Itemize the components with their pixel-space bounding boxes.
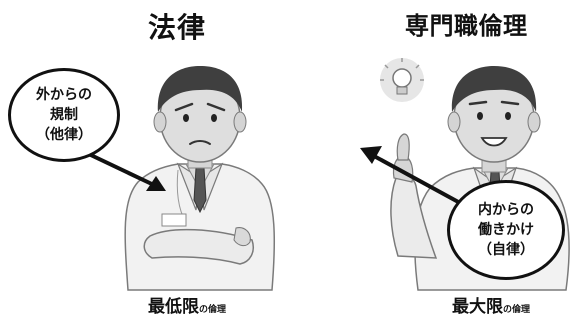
bubble-left-line3: （他律）	[36, 127, 92, 143]
doctor-left-illustration	[124, 66, 276, 291]
title-law: 法律	[148, 11, 207, 44]
caption-minimum-ethics: 最低限の倫理	[148, 292, 226, 317]
bubble-internal-action: 内からの 働きかけ （自律）	[447, 180, 565, 280]
caption-left-sub: の倫理	[199, 305, 227, 315]
caption-maximum-ethics: 最大限の倫理	[452, 292, 530, 317]
bubble-right-line3: （自律）	[478, 242, 534, 258]
bubble-left-line2: 規制	[50, 107, 78, 123]
bubble-external-regulation: 外からの 規制 （他律）	[8, 68, 120, 162]
bubble-right-line1: 内からの	[478, 202, 534, 218]
bubble-right-line2: 働きかけ	[478, 222, 534, 238]
bubble-left-line1: 外からの	[36, 87, 92, 103]
title-professional-ethics: 専門職倫理	[405, 12, 528, 40]
arrow-right-up-left	[360, 146, 463, 206]
caption-right-sub: の倫理	[503, 305, 531, 315]
caption-right-main: 最大限	[452, 297, 503, 317]
caption-left-main: 最低限	[148, 297, 199, 317]
